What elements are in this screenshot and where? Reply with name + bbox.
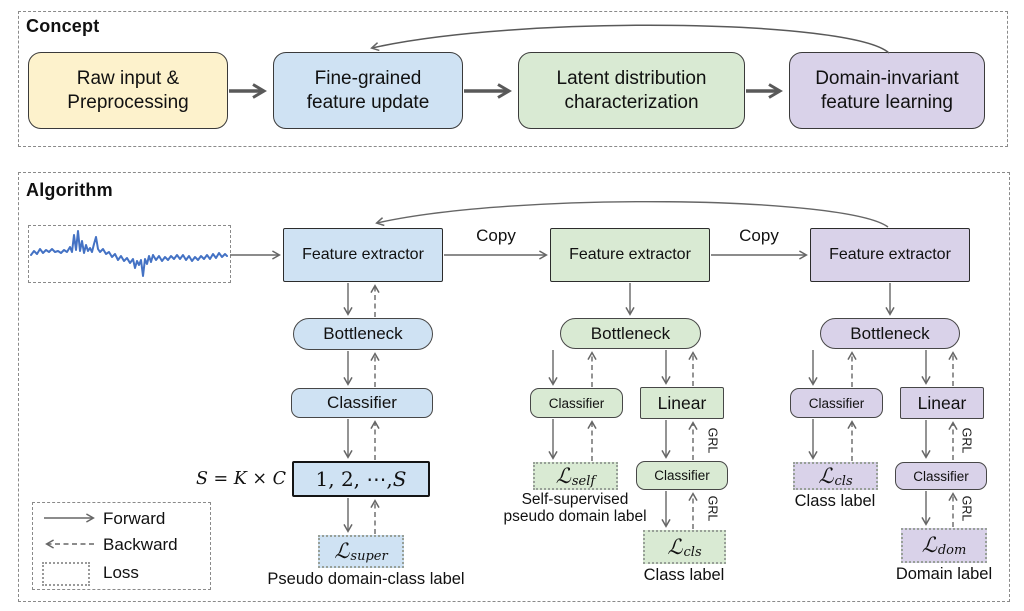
caption-domain: Domain label [895, 565, 993, 583]
classifier-domain: Classifier [895, 462, 987, 490]
grl-label-right-lower: GRL [959, 495, 974, 522]
legend-backward-label: Backward [103, 535, 178, 554]
caption-class-right: Class label [794, 492, 876, 510]
loss-self-symbol: ℒ [555, 463, 571, 488]
legend-forward-label: Forward [103, 509, 166, 528]
feature-extractor-2: Feature extractor [550, 228, 710, 282]
loss-cls-right-symbol: ℒ [818, 463, 834, 488]
algorithm-panel [18, 172, 1010, 602]
loss-super-symbol: ℒ [334, 539, 350, 563]
caption-class-mid: Class label [643, 566, 725, 584]
loss-dom-symbol: ℒ [921, 533, 937, 557]
input-signal-box [28, 225, 231, 283]
feature-extractor-1: Feature extractor [283, 228, 443, 282]
algorithm-title: Algorithm [26, 180, 113, 200]
concept-node-raw-input: Raw input & Preprocessing [28, 52, 228, 129]
classifier-self: Classifier [530, 388, 623, 418]
bottleneck-1: Bottleneck [293, 318, 433, 350]
s-equation: S = K × C [195, 469, 286, 489]
classifier-source: Classifier [291, 388, 433, 418]
concept-node-domain-invariant: Domain-invariant feature learning [789, 52, 985, 129]
pseudo-label-set-box: 1, 2, ⋯, S [292, 461, 430, 497]
linear-mid: Linear [640, 387, 724, 419]
caption-pseudo-domain-class: Pseudo domain-class label [267, 570, 465, 588]
grl-label-mid-lower: GRL [705, 495, 720, 522]
legend-loss-label: Loss [103, 563, 139, 582]
loss-swatch-icon [42, 562, 90, 586]
bottleneck-2: Bottleneck [560, 318, 701, 349]
grl-label-mid-upper: GRL [705, 427, 720, 454]
legend-box [32, 502, 211, 590]
concept-title: Concept [26, 16, 100, 36]
copy-label-2: Copy [739, 226, 779, 245]
classifier-mid-grl: Classifier [636, 461, 728, 490]
concept-node-latent-distribution: Latent distribution characterization [518, 52, 745, 129]
concept-panel [18, 11, 1008, 147]
feature-extractor-3: Feature extractor [810, 228, 970, 282]
loss-cls-mid-symbol: ℒ [667, 534, 683, 559]
grl-label-right-upper: GRL [959, 427, 974, 454]
classifier-cls-right: Classifier [790, 388, 883, 418]
copy-label-1: Copy [476, 226, 516, 245]
concept-node-fine-grained: Fine-grained feature update [273, 52, 463, 129]
caption-self-supervised: Self-supervised pseudo domain label [503, 491, 647, 525]
linear-right: Linear [900, 387, 984, 419]
bottleneck-3: Bottleneck [820, 318, 960, 349]
